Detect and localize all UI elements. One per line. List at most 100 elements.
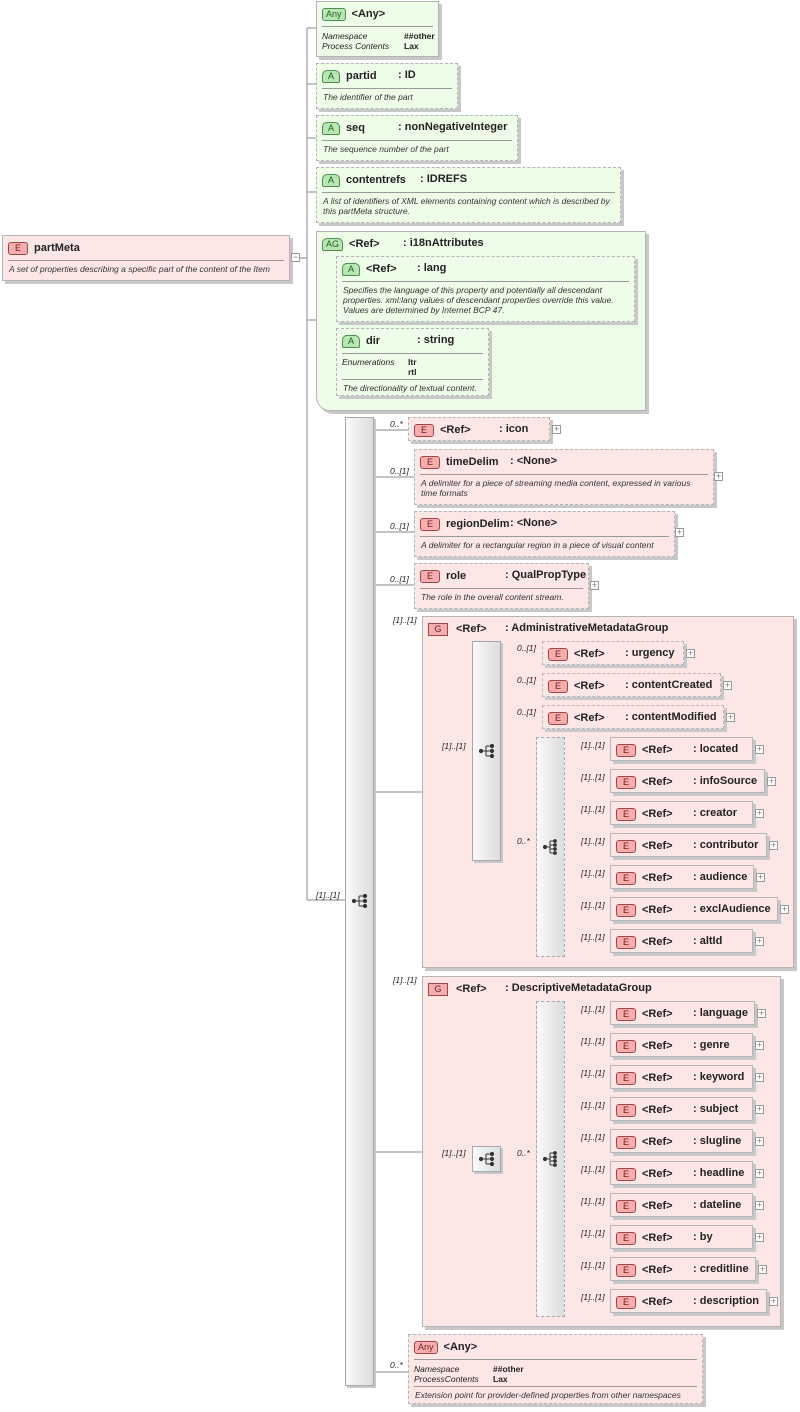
element-name: : contributor xyxy=(693,839,759,851)
element-icon[interactable]: E<Ref> : icon xyxy=(408,417,550,441)
expand-icon[interactable]: + xyxy=(723,680,732,690)
namespace-value: ##other xyxy=(404,31,435,41)
group-ref-label: <Ref> xyxy=(349,238,380,250)
element-badge-icon: E xyxy=(616,1103,636,1117)
choice-cardinality: 0..* xyxy=(517,1148,530,1158)
attribute-name: : lang xyxy=(417,262,447,274)
element-headline[interactable]: E<Ref> : headline xyxy=(610,1161,753,1185)
element-name: : keyword xyxy=(693,1071,745,1083)
element-ref-label: <Ref> xyxy=(574,680,605,692)
expand-icon[interactable]: + xyxy=(755,936,764,946)
expand-icon[interactable]: + xyxy=(675,527,684,537)
expand-icon[interactable]: + xyxy=(755,1104,764,1114)
element-name: : creator xyxy=(693,807,738,819)
expand-icon[interactable]: + xyxy=(757,1008,766,1018)
attribute-type: : ID xyxy=(398,69,416,81)
element-badge-icon: E xyxy=(420,455,440,469)
element-badge-icon: E xyxy=(616,807,636,821)
element-creditline[interactable]: E<Ref> : creditline xyxy=(610,1257,756,1281)
element-name: regionDelim xyxy=(446,518,510,530)
sequence-icon xyxy=(479,743,495,759)
element-audience[interactable]: E<Ref> : audience xyxy=(610,865,754,889)
element-ref-label: <Ref> xyxy=(642,1232,673,1244)
element-dateline[interactable]: E<Ref> : dateline xyxy=(610,1193,753,1217)
element-slugline[interactable]: E<Ref> : slugline xyxy=(610,1129,753,1153)
element-type: : QualPropType xyxy=(505,569,587,581)
expand-icon[interactable]: + xyxy=(769,1296,778,1306)
separator xyxy=(322,26,433,27)
expand-icon[interactable]: + xyxy=(756,872,765,882)
expand-icon[interactable]: + xyxy=(755,1200,764,1210)
enum-value-rtl: rtl xyxy=(408,367,417,377)
separator xyxy=(420,536,669,537)
cardinality-label: [1]..[1] xyxy=(581,836,605,846)
expand-icon[interactable]: + xyxy=(755,744,764,754)
element-urgency[interactable]: E<Ref> : urgency xyxy=(542,641,684,665)
element-contentcreated[interactable]: E<Ref> : contentCreated xyxy=(542,673,721,697)
element-ref-label: <Ref> xyxy=(642,1072,673,1084)
element-creator[interactable]: E<Ref> : creator xyxy=(610,801,753,825)
cardinality-label: [1]..[1] xyxy=(581,772,605,782)
expand-icon[interactable]: + xyxy=(726,712,735,722)
expand-icon[interactable]: + xyxy=(758,1264,767,1274)
collapse-icon[interactable]: − xyxy=(291,252,300,262)
separator xyxy=(322,88,452,89)
group-badge-icon: G xyxy=(428,982,448,996)
element-altid[interactable]: E<Ref> : altId xyxy=(610,929,753,953)
expand-icon[interactable]: + xyxy=(769,840,778,850)
element-infosource[interactable]: E<Ref> : infoSource xyxy=(610,769,765,793)
element-subject[interactable]: E<Ref> : subject xyxy=(610,1097,753,1121)
separator xyxy=(322,140,512,141)
attribute-doc: The directionality of textual content. xyxy=(343,383,477,393)
element-by[interactable]: E<Ref> : by xyxy=(610,1225,753,1249)
expand-icon[interactable]: + xyxy=(755,1232,764,1242)
element-badge-icon: E xyxy=(548,679,568,693)
sequence-icon xyxy=(479,1151,495,1167)
element-contentmodified[interactable]: E<Ref> : contentModified xyxy=(542,705,724,729)
expand-icon[interactable]: + xyxy=(755,1040,764,1050)
expand-icon[interactable]: + xyxy=(767,776,776,786)
expand-icon[interactable]: + xyxy=(686,648,695,658)
element-ref-label: <Ref> xyxy=(642,744,673,756)
attribute-lang[interactable]: A<Ref> : lang Specifies the language of … xyxy=(336,256,635,322)
expand-icon[interactable]: + xyxy=(755,1136,764,1146)
expand-icon[interactable]: + xyxy=(755,808,764,818)
any-wildcard-top[interactable]: Any<Any> Namespace ##other Process Conte… xyxy=(316,1,439,57)
element-located[interactable]: E<Ref> : located xyxy=(610,737,753,761)
element-badge-icon: E xyxy=(616,1007,636,1021)
element-contributor[interactable]: E<Ref> : contributor xyxy=(610,833,767,857)
any-wildcard-bottom[interactable]: Any<Any> Namespace ##other ProcessConten… xyxy=(408,1334,703,1404)
expand-icon[interactable]: + xyxy=(755,1072,764,1082)
choice-cardinality: 0..* xyxy=(517,836,530,846)
element-language[interactable]: E<Ref> : language xyxy=(610,1001,755,1025)
element-ref-label: <Ref> xyxy=(642,1296,673,1308)
element-description[interactable]: E<Ref> : description xyxy=(610,1289,767,1313)
group-badge-icon: G xyxy=(428,622,448,636)
element-keyword[interactable]: E<Ref> : keyword xyxy=(610,1065,753,1089)
separator xyxy=(342,353,483,354)
expand-icon[interactable]: + xyxy=(780,904,789,914)
element-type: : <None> xyxy=(510,455,558,467)
namespace-label: Namespace xyxy=(322,31,368,41)
expand-icon[interactable]: + xyxy=(714,471,723,481)
expand-icon[interactable]: + xyxy=(590,580,599,590)
attribute-badge-icon: A xyxy=(342,262,360,276)
process-contents-value: Lax xyxy=(493,1374,508,1384)
element-exclaudience[interactable]: E<Ref> : exclAudience xyxy=(610,897,778,921)
element-genre[interactable]: E<Ref> : genre xyxy=(610,1033,753,1057)
desc-sequence-compositor[interactable] xyxy=(472,1146,501,1172)
expand-icon[interactable]: + xyxy=(552,424,561,434)
separator xyxy=(420,588,583,589)
element-name: : urgency xyxy=(625,647,675,659)
element-name: : genre xyxy=(693,1039,730,1051)
element-name: : language xyxy=(693,1007,749,1019)
expand-icon[interactable]: + xyxy=(755,1168,764,1178)
